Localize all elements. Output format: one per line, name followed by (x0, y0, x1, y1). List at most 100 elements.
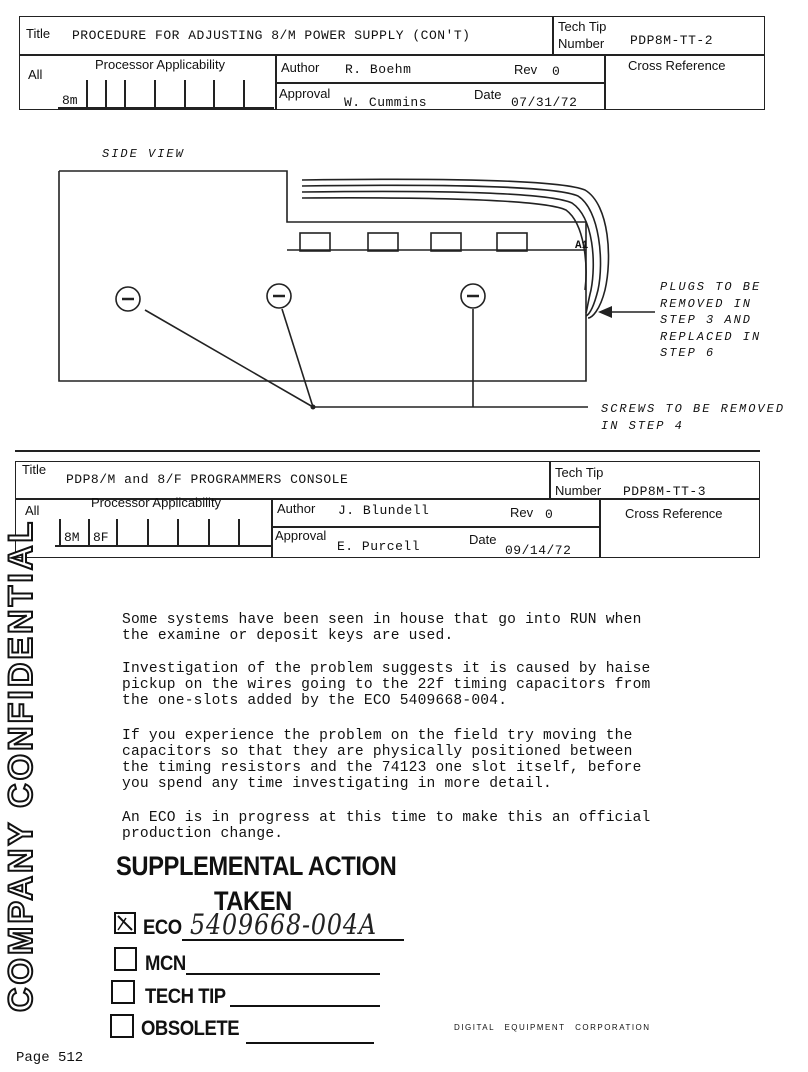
obsolete-checkbox[interactable] (110, 1014, 134, 1038)
plugs-note: PLUGS TO BE REMOVED IN STEP 3 AND REPLAC… (660, 279, 761, 362)
header-outer-border (15, 461, 760, 558)
divider (59, 519, 61, 546)
check-mark-icon (117, 915, 133, 931)
cable-wire (301, 184, 602, 317)
body-paragraph-1: Some systems have been seen in house tha… (122, 612, 642, 644)
screw (115, 286, 141, 312)
cross-reference-label: Cross Reference (625, 506, 723, 521)
divider (55, 545, 271, 547)
confidential-stamp-text: COMPANY CONFIDENTIAL (1, 518, 41, 1013)
divider (552, 16, 554, 55)
side-view-label: SIDE VIEW (102, 147, 185, 161)
tech-tip-label: TECH TIP (145, 985, 226, 1008)
body-paragraph-4: An ECO is in progress at this time to ma… (122, 810, 651, 842)
header-outer-border (19, 16, 765, 110)
tech-tip-title: PDP8/M and 8/F PROGRAMMERS CONSOLE (66, 472, 349, 487)
date-label: Date (474, 87, 502, 102)
date-value: 09/14/72 (505, 543, 572, 558)
divider (58, 107, 274, 109)
divider (19, 54, 765, 56)
divider (238, 519, 240, 546)
date-label: Date (469, 532, 497, 547)
number-label: Number (558, 36, 605, 51)
divider (116, 519, 118, 546)
divider (147, 519, 149, 546)
approval-label: Approval (275, 528, 327, 543)
divider (184, 80, 186, 108)
divider (88, 519, 90, 546)
tech-tip-underline (230, 1005, 380, 1007)
cable-wire (301, 178, 610, 319)
screws-note: SCREWS TO BE REMOVED IN STEP 4 (601, 401, 785, 434)
tech-tip-title: PROCEDURE FOR ADJUSTING 8/M POWER SUPPLY… (72, 28, 471, 43)
mcn-checkbox[interactable] (114, 947, 137, 971)
plug-connector (367, 232, 399, 252)
divider (105, 80, 107, 108)
eco-underline (182, 939, 404, 941)
supplemental-title-taken: TAKEN (214, 886, 292, 916)
cable-wire (301, 190, 595, 314)
body-paragraph-2: Investigation of the problem suggests it… (122, 661, 651, 709)
divider (549, 461, 551, 499)
plugs-note-line: PLUGS TO BE (660, 280, 762, 294)
approval-value: E. Purcell (337, 539, 421, 554)
tech-tip-number: PDP8M-TT-3 (623, 484, 707, 499)
eco-checkbox[interactable] (114, 912, 136, 934)
divider (177, 519, 179, 546)
divider (208, 519, 210, 546)
approval-value: W. Cummins (344, 95, 428, 110)
plugs-note-line: STEP 6 (660, 346, 716, 360)
supplemental-title: SUPPLEMENTAL ACTION (116, 851, 397, 881)
obsolete-label: OBSOLETE (141, 1017, 240, 1040)
screw (266, 283, 292, 309)
divider (15, 498, 760, 500)
divider (154, 80, 156, 108)
plugs-note-line: STEP 3 AND (660, 313, 753, 327)
author-value: R. Boehm (345, 62, 412, 77)
chassis-outline (58, 170, 587, 382)
plug-connector (496, 232, 528, 252)
page-number: Page 512 (16, 1050, 84, 1066)
leader-line (144, 309, 314, 408)
author-value: J. Blundell (338, 503, 430, 518)
processor-applicability-label: Processor Applicability (91, 495, 222, 510)
confidential-stamp: COMPANY CONFIDENTIAL (1, 518, 41, 1013)
mcn-underline (186, 973, 380, 975)
screws-note-line: IN STEP 4 (601, 418, 684, 433)
a1-label: A1 (575, 240, 589, 252)
divider (271, 498, 273, 558)
approval-label: Approval (279, 86, 331, 101)
divider (275, 82, 605, 84)
divider (604, 54, 606, 110)
plugs-note-line: REPLACED IN (660, 329, 762, 344)
mcn-label: MCN (145, 952, 186, 975)
author-label: Author (281, 60, 320, 75)
arrow-head (598, 306, 612, 318)
divider (243, 80, 245, 108)
title-label: Title (22, 462, 47, 477)
rev-label: Rev (514, 62, 538, 77)
divider (86, 80, 88, 108)
leader-line (281, 308, 314, 408)
divider (599, 498, 601, 558)
eco-handwritten-value: 5409668-004A (190, 908, 377, 941)
tech-tip-checkbox[interactable] (111, 980, 135, 1004)
divider (271, 526, 600, 528)
cable-wire (301, 197, 587, 291)
rev-value: 0 (545, 507, 554, 522)
obsolete-underline (246, 1042, 374, 1044)
rev-label: Rev (510, 505, 534, 520)
date-value: 07/31/72 (511, 95, 578, 110)
tech-tip-label: Tech Tip (558, 19, 607, 34)
divider (15, 450, 760, 452)
body-paragraph-3: If you experience the problem on the fie… (122, 728, 642, 792)
eco-label: ECO (143, 916, 182, 939)
divider (213, 80, 215, 108)
processor-applicability-label: Processor Applicability (95, 57, 226, 72)
tech-tip-label: Tech Tip (555, 465, 604, 480)
plug-connector (299, 232, 331, 252)
all-label: All (28, 67, 43, 82)
screw (460, 283, 486, 309)
title-label: Title (26, 26, 51, 41)
